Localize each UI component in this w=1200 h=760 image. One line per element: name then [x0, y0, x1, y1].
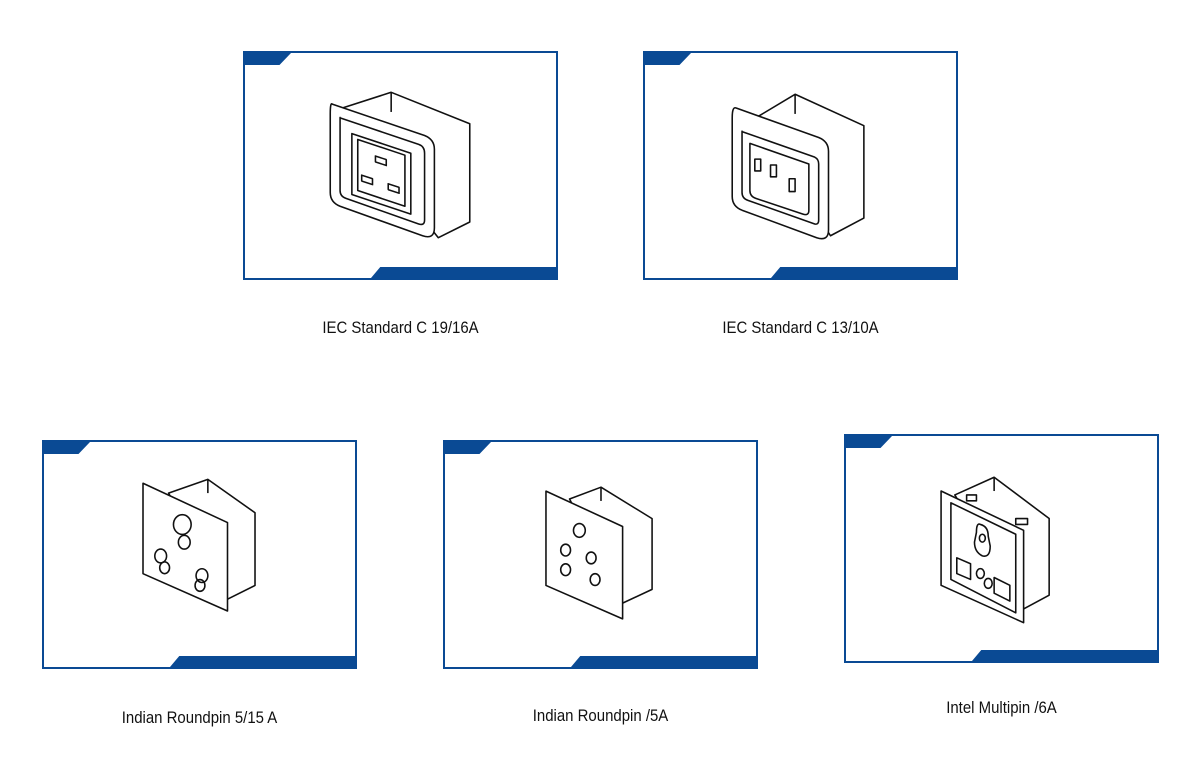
socket-card-indian-roundpin-5-15: [42, 440, 357, 669]
card-corner-tag: [571, 656, 756, 667]
socket-caption: Indian Roundpin 5/15 A: [121, 708, 278, 727]
socket-caption: IEC Standard C 19/16A: [322, 318, 479, 337]
iec-c19-socket-icon: [329, 91, 471, 239]
multipin-6a-socket-icon: [940, 476, 1050, 624]
card-corner-tag: [445, 442, 491, 454]
card-corner-tag: [44, 442, 90, 454]
socket-caption: Intel Multipin /6A: [946, 698, 1057, 717]
indian-roundpin-5a-socket-icon: [545, 486, 653, 620]
indian-roundpin-5-15-socket-icon: [142, 478, 256, 612]
socket-card-multipin-6a: [844, 434, 1159, 663]
socket-card-iec-c13: [643, 51, 958, 280]
iec-c13-socket-icon: [731, 93, 865, 240]
socket-caption: Indian Roundpin /5A: [532, 706, 669, 725]
card-corner-tag: [170, 656, 355, 667]
card-corner-tag: [371, 267, 556, 278]
socket-caption: IEC Standard C 13/10A: [722, 318, 879, 337]
card-corner-tag: [972, 650, 1157, 661]
card-corner-tag: [645, 53, 691, 65]
card-corner-tag: [771, 267, 956, 278]
card-corner-tag: [846, 436, 892, 448]
card-corner-tag: [245, 53, 291, 65]
socket-card-iec-c19: [243, 51, 558, 280]
socket-card-indian-roundpin-5a: [443, 440, 758, 669]
